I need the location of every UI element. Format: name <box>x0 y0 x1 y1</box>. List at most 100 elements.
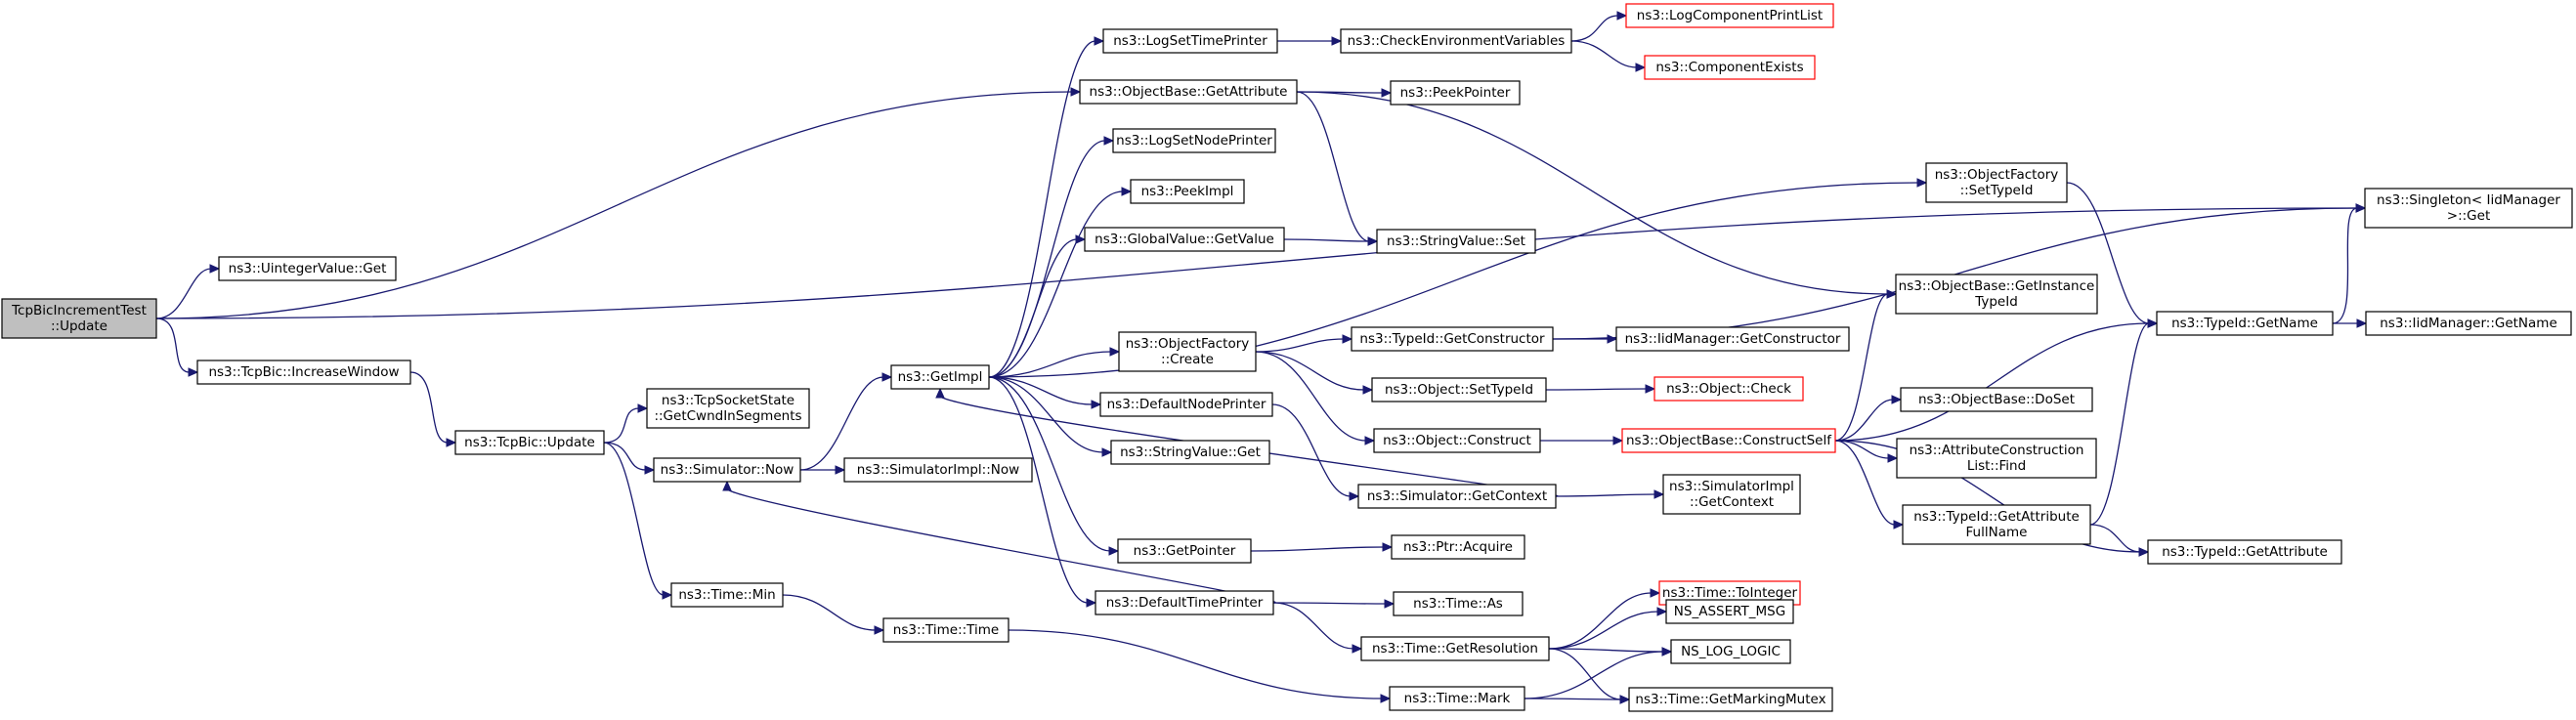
graph-edge <box>988 36 1105 378</box>
graph-edge <box>1296 91 1379 246</box>
graph-node-getPointer[interactable]: ns3::GetPointer <box>1117 538 1252 564</box>
graph-node-ptrAcquire[interactable]: ns3::Ptr::Acquire <box>1391 534 1525 560</box>
graph-edge <box>1277 36 1343 46</box>
graph-edge <box>603 403 649 444</box>
graph-node-simNow[interactable]: ns3::Simulator::Now <box>653 457 801 483</box>
graph-node-bicUpd[interactable]: ns3::TcpBic::Update <box>454 430 605 455</box>
graph-node-timeMin[interactable]: ns3::Time::Min <box>670 582 784 608</box>
graph-edge <box>1834 395 1903 442</box>
graph-node-iidGetName[interactable]: ns3::IidManager::GetName <box>2365 311 2572 336</box>
graph-node-objSetTid[interactable]: ns3::Object::SetTypeId <box>1371 377 1547 402</box>
edge-arrowhead <box>2138 547 2150 557</box>
graph-node-tidGetAttr[interactable]: ns3::TypeId::GetAttribute <box>2147 539 2342 565</box>
edge-arrowhead <box>1109 347 1121 357</box>
graph-node-timeMark[interactable]: ns3::Time::Mark <box>1389 686 1525 711</box>
graph-node-label: ns3::LogSetNodePrinter <box>1116 133 1272 148</box>
graph-edge <box>782 594 885 635</box>
edge-line <box>2332 207 2358 324</box>
graph-node-defTimeP[interactable]: ns3::DefaultTimePrinter <box>1095 590 1274 615</box>
edge-line <box>2066 182 2150 324</box>
edge-line <box>988 140 1106 378</box>
graph-node-compExists[interactable]: ns3::ComponentExists <box>1644 55 1816 80</box>
edge-arrowhead <box>1656 607 1668 616</box>
graph-node-checkEnv[interactable]: ns3::CheckEnvironmentVariables <box>1340 28 1572 54</box>
graph-node-gvGetValue[interactable]: ns3::GlobalValue::GetValue <box>1084 227 1285 252</box>
graph-node-incWin[interactable]: ns3::TcpBic::IncreaseWindow <box>196 360 411 385</box>
graph-node-getImpl[interactable]: ns3::GetImpl <box>890 364 990 390</box>
edge-line <box>603 442 665 596</box>
graph-node-objFactCreate[interactable]: ns3::ObjectFactory::Create <box>1118 331 1257 372</box>
graph-node-strGet[interactable]: ns3::StringValue::Get <box>1110 440 1270 465</box>
graph-node-label: ns3::CheckEnvironmentVariables <box>1348 33 1566 49</box>
graph-edge <box>988 376 1120 556</box>
graph-node-simImplGetCtx[interactable]: ns3::SimulatorImpl::GetContext <box>1662 474 1801 515</box>
graph-node-box <box>1390 80 1521 106</box>
graph-node-label: ns3::Time::GetMarkingMutex <box>1635 692 1825 707</box>
graph-node-box <box>1376 229 1536 254</box>
graph-node-label: ns3::SimulatorImpl::Now <box>857 462 1019 478</box>
graph-node-timeAs[interactable]: ns3::Time::As <box>1393 591 1524 616</box>
graph-node-iidGetCtor[interactable]: ns3::IidManager::GetConstructor <box>1615 326 1850 352</box>
edge-arrowhead <box>1650 588 1661 598</box>
graph-node-timeTime[interactable]: ns3::Time::Time <box>882 617 1009 643</box>
graph-node-objCheck[interactable]: ns3::Object::Check <box>1653 376 1804 402</box>
graph-node-nsLogLogic[interactable]: NS_LOG_LOGIC <box>1670 639 1791 664</box>
edge-line <box>1255 351 1367 442</box>
edge-arrowhead <box>188 367 199 377</box>
graph-node-box <box>843 457 1033 483</box>
graph-node-tidGetCtor[interactable]: ns3::TypeId::GetConstructor <box>1351 326 1554 352</box>
graph-node-objFactSetTid[interactable]: ns3::ObjectFactory::SetTypeId <box>1925 162 2068 203</box>
graph-node-box <box>653 457 801 483</box>
graph-node-objConstruct[interactable]: ns3::Object::Construct <box>1373 428 1541 453</box>
graph-node-box <box>2364 188 2573 229</box>
graph-node-strSet[interactable]: ns3::StringValue::Set <box>1376 229 1536 254</box>
graph-edge <box>603 442 656 475</box>
graph-node-box <box>1084 227 1285 252</box>
edge-line <box>603 407 640 444</box>
graph-node-logTimeP[interactable]: ns3::LogSetTimePrinter <box>1102 28 1278 54</box>
graph-node-getCwnd[interactable]: ns3::TcpSocketState::GetCwndInSegments <box>646 388 810 429</box>
graph-node-peekPtr[interactable]: ns3::PeekPointer <box>1390 80 1521 106</box>
graph-node-label: ns3::LogComponentPrintList <box>1637 8 1823 23</box>
graph-node-objDoSet[interactable]: ns3::ObjectBase::DoSet <box>1900 387 2093 412</box>
graph-node-label: ns3::SimulatorImpl <box>1669 479 1794 494</box>
graph-node-peekImpl[interactable]: ns3::PeekImpl <box>1130 179 1245 204</box>
graph-node-label: ns3::UintegerValue::Get <box>229 261 387 276</box>
graph-edge <box>1834 289 1898 442</box>
graph-node-box <box>882 617 1009 643</box>
graph-node-label: ns3::PeekImpl <box>1141 184 1234 199</box>
graph-node-box <box>1340 28 1572 54</box>
graph-node-simGetCtx[interactable]: ns3::Simulator::GetContext <box>1357 484 1557 509</box>
graph-node-timeGetMutex[interactable]: ns3::Time::GetMarkingMutex <box>1628 687 1833 712</box>
graph-node-logCompPrint[interactable]: ns3::LogComponentPrintList <box>1625 3 1834 28</box>
graph-node-defNodeP[interactable]: ns3::DefaultNodePrinter <box>1099 392 1273 417</box>
graph-node-box <box>1615 326 1850 352</box>
graph-node-label: ns3::Singleton< IidManager <box>2377 192 2560 208</box>
graph-node-box <box>1371 377 1547 402</box>
edge-line <box>988 238 1078 378</box>
graph-node-logNodeP[interactable]: ns3::LogSetNodePrinter <box>1112 128 1276 153</box>
graph-node-label: ns3::LogSetTimePrinter <box>1113 33 1267 49</box>
graph-node-timeToInt[interactable]: ns3::Time::ToInteger <box>1658 580 1801 606</box>
edge-line <box>155 207 2358 319</box>
graph-node-simImplNow[interactable]: ns3::SimulatorImpl::Now <box>843 457 1033 483</box>
graph-edge <box>988 376 1102 409</box>
graph-node-uintGet[interactable]: ns3::UintegerValue::Get <box>218 256 397 281</box>
graph-edge <box>988 376 1113 457</box>
edge-line <box>1255 338 1345 353</box>
graph-edge <box>1548 588 1661 650</box>
graph-node-singletonGet[interactable]: ns3::Singleton< IidManager >::Get <box>2364 188 2573 229</box>
graph-node-nsAssert[interactable]: NS_ASSERT_MSG <box>1665 599 1794 624</box>
graph-node-root[interactable]: TcpBicIncrementTest::Update <box>1 298 157 339</box>
graph-node-objCtorSelf[interactable]: ns3::ObjectBase::ConstructSelf <box>1621 428 1836 453</box>
graph-node-objGetAttr[interactable]: ns3::ObjectBase::GetAttribute <box>1079 79 1298 105</box>
graph-node-timeGetRes[interactable]: ns3::Time::GetResolution <box>1360 636 1550 661</box>
edge-line <box>1834 322 2150 442</box>
graph-node-tidGetName[interactable]: ns3::TypeId::GetName <box>2156 311 2334 336</box>
edge-line <box>1548 592 1653 650</box>
edge-arrowhead <box>1331 36 1343 46</box>
graph-edge <box>1555 489 1665 499</box>
